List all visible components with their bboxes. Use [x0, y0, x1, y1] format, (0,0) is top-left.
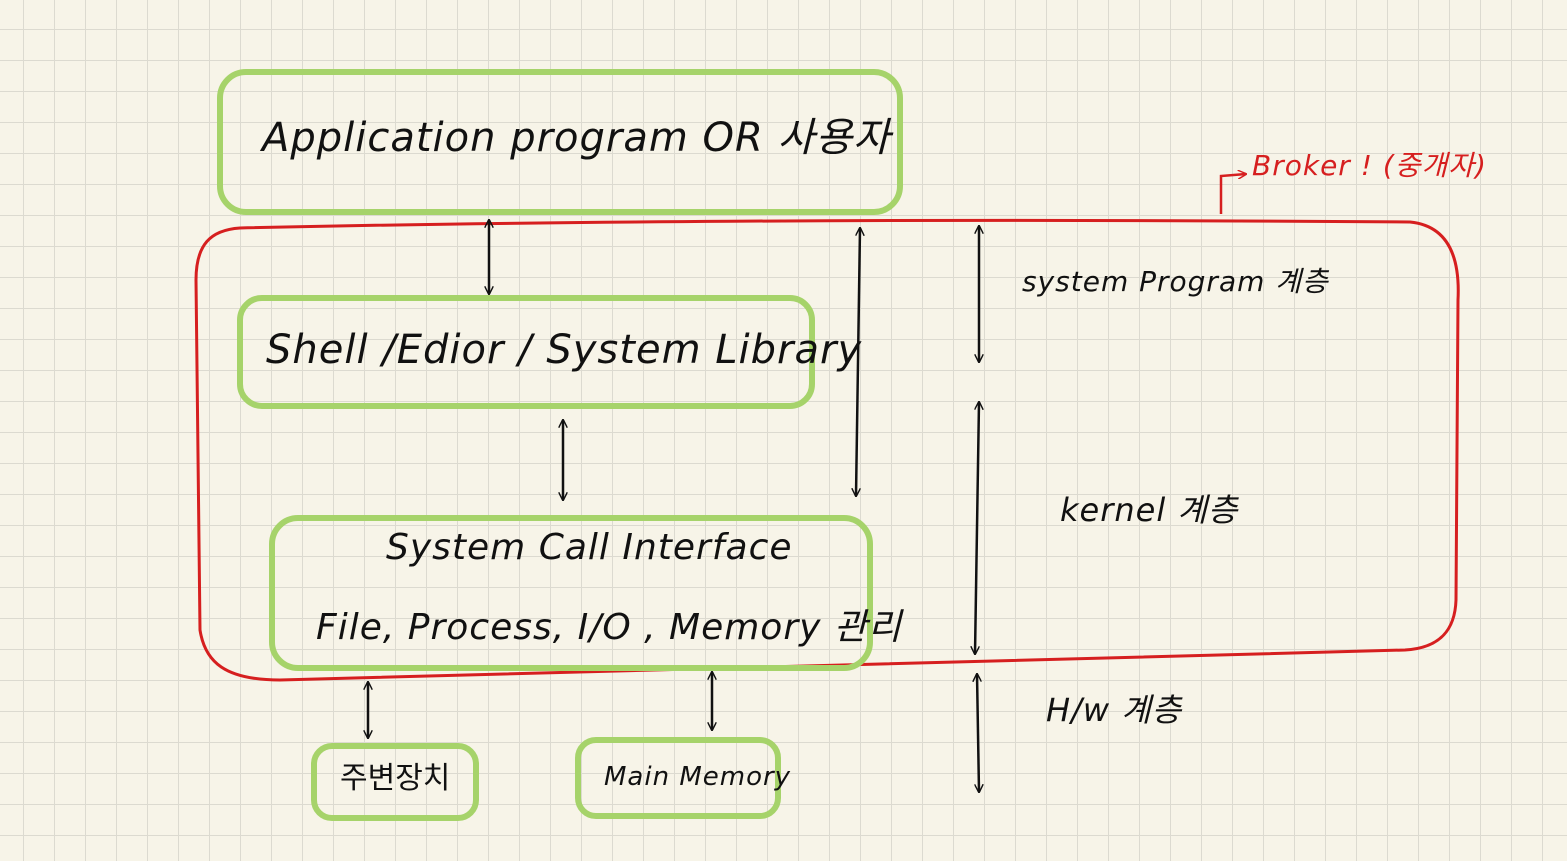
syscall-label-line1: System Call Interface: [386, 527, 793, 568]
main-memory-box: [575, 737, 781, 819]
broker-pointer: [1219, 174, 1246, 214]
shell-box: [237, 295, 815, 409]
system-program-layer-label: system Program 계층: [1022, 265, 1329, 298]
hardware-layer-arrow: [977, 674, 979, 792]
application-label: Application program OR 사용자: [262, 115, 891, 161]
peripheral-label: 주변장치: [340, 761, 451, 796]
broker-annotation: Broker ! (중개자): [1252, 149, 1487, 182]
application-box: [217, 69, 903, 215]
broker-boundary: [194, 218, 1460, 682]
shell-label: Shell /Edior / System Library: [266, 327, 863, 373]
syscall-box: [269, 515, 873, 671]
kernel-layer-label: kernel 계층: [1060, 491, 1239, 529]
kernel-layer-arrow: [975, 402, 979, 654]
main-memory-label: Main Memory: [604, 762, 792, 792]
hardware-layer-label: H/w 계층: [1046, 691, 1183, 729]
syscall-label-line2: File, Process, I/O , Memory 관리: [316, 607, 903, 648]
app-syscall-arrow: [856, 228, 860, 496]
peripheral-box: [311, 743, 479, 821]
